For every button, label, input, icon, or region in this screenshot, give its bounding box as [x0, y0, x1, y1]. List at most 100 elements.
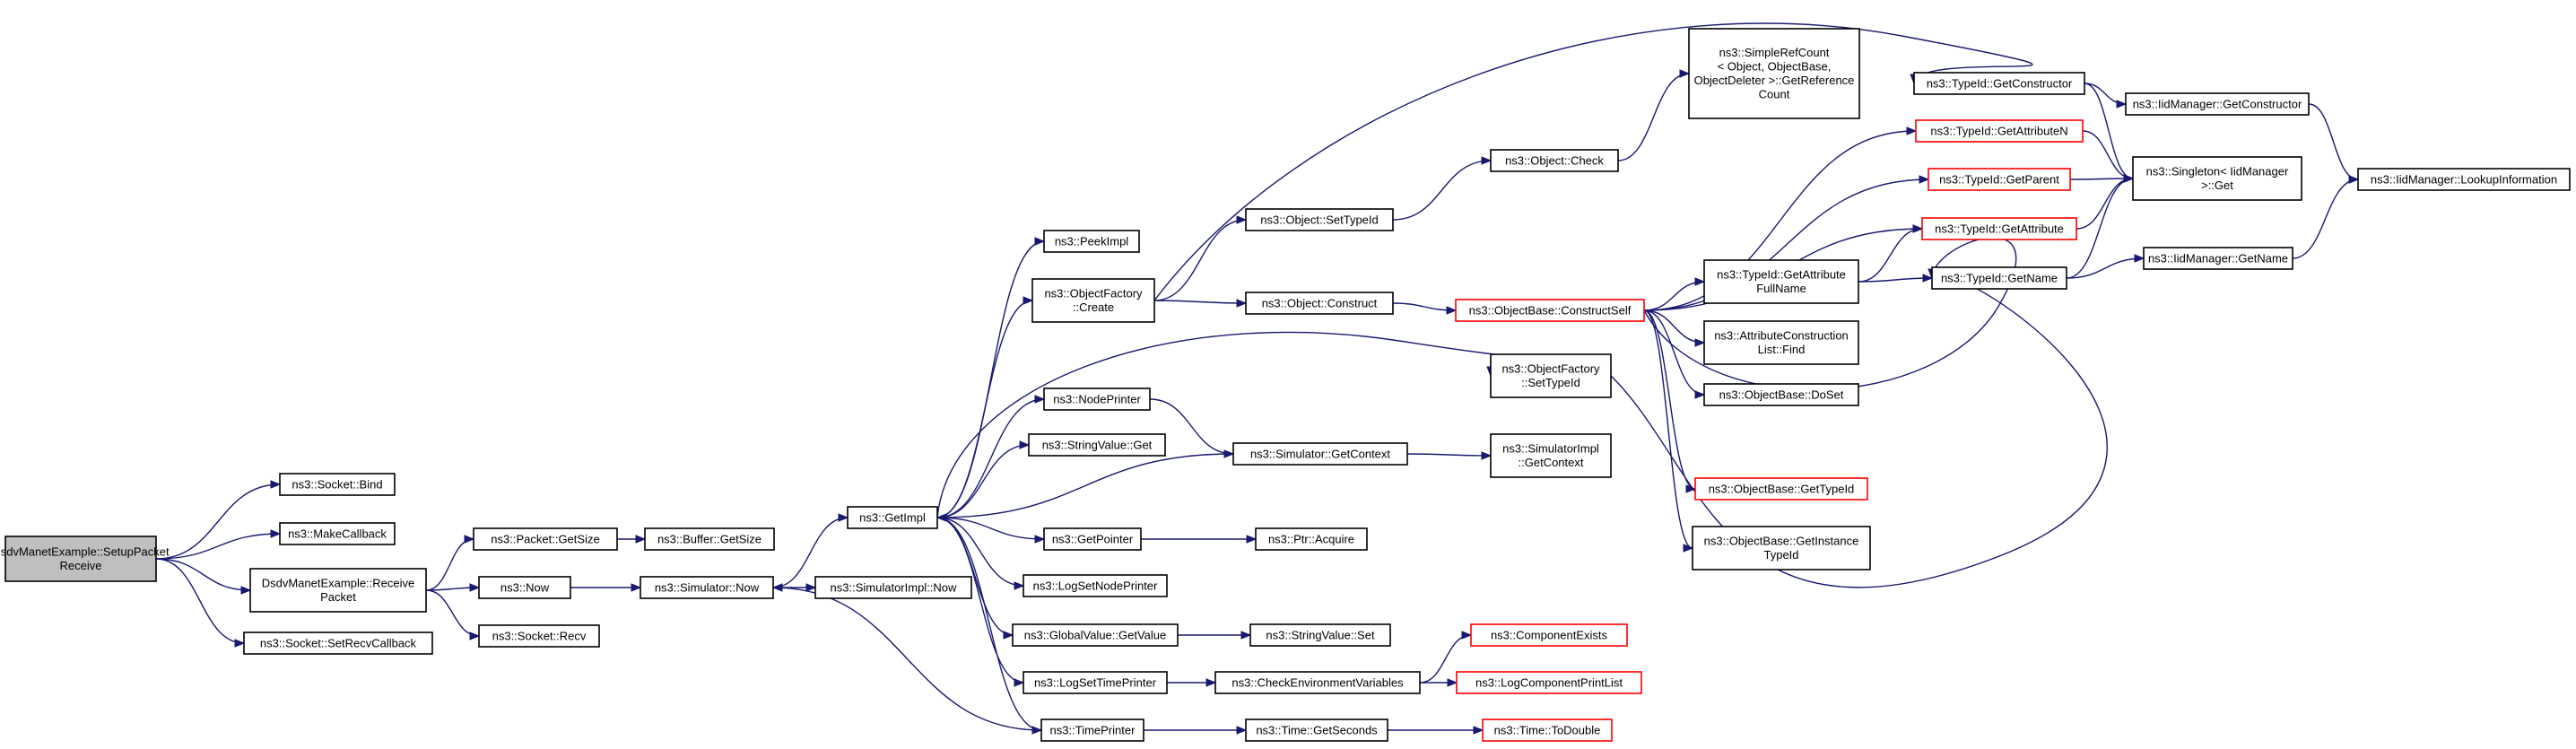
node-object-settypeid[interactable]: ns3::Object::SetTypeId: [1245, 208, 1394, 231]
node-label: ns3::ComponentExists: [1491, 628, 1608, 641]
edge-line: [2084, 83, 2134, 179]
node-buffer-getsize[interactable]: ns3::Buffer::GetSize: [644, 527, 775, 551]
edge-arrowhead: [2123, 174, 2135, 183]
node-box: [1490, 433, 1612, 478]
edge-objfactory_create-to-object_settypeid: [1153, 215, 1248, 301]
node-stringvalue-get[interactable]: ns3::StringValue::Get: [1028, 433, 1166, 457]
node-object-construct[interactable]: ns3::Object::Construct: [1245, 292, 1394, 315]
node-label: ns3::AttributeConstruction: [1714, 329, 1849, 343]
edge-line: [2292, 179, 2359, 259]
edge-arrowhead: [464, 535, 475, 544]
edge-sim_now-to-getimpl: [772, 513, 849, 588]
edge-objfactory_create-to-object_construct: [1153, 299, 1248, 308]
node-box: [2132, 156, 2302, 201]
node-time-todouble[interactable]: ns3::Time::ToDouble: [1482, 719, 1613, 742]
node-componentexists[interactable]: ns3::ComponentExists: [1470, 623, 1628, 647]
edge-root-to-socket_bind: [155, 480, 282, 560]
node-nodeprinter[interactable]: ns3::NodePrinter: [1043, 388, 1151, 411]
edge-arrowhead: [805, 583, 817, 592]
node-ptr-acquire[interactable]: ns3::Ptr::Acquire: [1255, 527, 1368, 551]
node-peekimpl[interactable]: ns3::PeekImpl: [1043, 230, 1140, 253]
node-sim-getcontext[interactable]: ns3::Simulator::GetContext: [1232, 442, 1408, 466]
node-box: [1012, 623, 1179, 647]
edge-line: [1617, 73, 1690, 161]
edge-arrowhead: [1236, 215, 1248, 224]
node-time-getseconds[interactable]: ns3::Time::GetSeconds: [1245, 719, 1388, 742]
node-simimpl-getcontext[interactable]: ns3::SimulatorImpl::GetContext: [1490, 433, 1612, 478]
node-getpointer[interactable]: ns3::GetPointer: [1043, 527, 1142, 551]
node-makecallback[interactable]: ns3::MakeCallback: [279, 522, 396, 545]
node-globalvalue-getvalue[interactable]: ns3::GlobalValue::GetValue: [1012, 623, 1179, 647]
node-label: ns3::LogComponentPrintList: [1475, 675, 1623, 689]
node-typeid-getconstructor[interactable]: ns3::TypeId::GetConstructor: [1913, 72, 2085, 95]
node-objectbase-doset[interactable]: ns3::ObjectBase::DoSet: [1703, 383, 1859, 406]
edge-iidmanager_getname-to-iidmanager_lookupinformation: [2292, 175, 2360, 259]
node-iidmanager-lookupinformation[interactable]: ns3::IidManager::LookupInformation: [2357, 168, 2571, 191]
node-socket-bind[interactable]: ns3::Socket::Bind: [279, 473, 396, 496]
node-objfactory-create[interactable]: ns3::ObjectFactory::Create: [1031, 278, 1155, 323]
node-objfactory-settypeid[interactable]: ns3::ObjectFactory::SetTypeId: [1490, 353, 1612, 398]
edge-arrowhead: [1019, 440, 1031, 449]
node-typeid-getparent[interactable]: ns3::TypeId::GetParent: [1928, 168, 2071, 191]
node-logsettimeprinter[interactable]: ns3::LogSetTimePrinter: [1023, 671, 1168, 694]
node-packet-getsize[interactable]: ns3::Packet::GetSize: [473, 527, 618, 551]
node-box: [2125, 92, 2310, 116]
node-box: [1249, 623, 1391, 647]
node-objectbase-gettypeid[interactable]: ns3::ObjectBase::GetTypeId: [1694, 477, 1868, 501]
node-now[interactable]: ns3::Now: [478, 576, 571, 599]
node-logcomponentprintlist[interactable]: ns3::LogComponentPrintList: [1456, 671, 1642, 694]
node-label: ::Create: [1073, 300, 1114, 314]
node-socket-recv[interactable]: ns3::Socket::Recv: [478, 624, 600, 648]
node-setrecvcallback[interactable]: ns3::Socket::SetRecvCallback: [243, 631, 433, 655]
node-label: ns3::TypeId::GetAttribute: [1717, 268, 1846, 282]
edge-constructself-to-objectbase_doset: [1643, 309, 1706, 399]
node-box: [2357, 168, 2571, 191]
node-box: [1245, 719, 1388, 742]
node-box: [1921, 217, 2077, 240]
node-label: ns3::Socket::Recv: [492, 629, 587, 642]
node-simplerefcount[interactable]: ns3::SimpleRefCount< Object, ObjectBase,…: [1688, 28, 1860, 119]
node-label: Packet: [320, 590, 356, 604]
edge-line: [1643, 309, 1693, 549]
edge-line: [1858, 228, 1923, 283]
node-checkenv[interactable]: ns3::CheckEnvironmentVariables: [1214, 671, 1421, 694]
node-typeid-getname[interactable]: ns3::TypeId::GetName: [1931, 266, 2067, 290]
node-stringvalue-set[interactable]: ns3::StringValue::Set: [1249, 623, 1391, 647]
edge-line: [425, 589, 480, 637]
edge-arrowhead: [1034, 237, 1046, 246]
node-simimpl-now[interactable]: ns3::SimulatorImpl::Now: [814, 576, 972, 599]
node-timeprinter[interactable]: ns3::TimePrinter: [1040, 719, 1144, 742]
node-box: [1470, 623, 1628, 647]
node-box: [2143, 247, 2293, 270]
node-constructself[interactable]: ns3::ObjectBase::ConstructSelf: [1455, 299, 1645, 322]
node-label: DsdvManetExample::Receive: [262, 577, 415, 590]
node-box: [478, 576, 571, 599]
node-label: ns3::Singleton< IidManager: [2146, 165, 2289, 179]
node-iidmanager-getconstructor[interactable]: ns3::IidManager::GetConstructor: [2125, 92, 2310, 116]
node-typeid-getattributen[interactable]: ns3::TypeId::GetAttributeN: [1915, 119, 2084, 143]
node-box: [1043, 388, 1151, 411]
node-iidmanager-getname[interactable]: ns3::IidManager::GetName: [2143, 247, 2293, 270]
node-logsetnodeprinter[interactable]: ns3::LogSetNodePrinter: [1023, 574, 1168, 597]
node-object-check[interactable]: ns3::Object::Check: [1490, 149, 1619, 172]
node-label: ns3::IidManager::GetConstructor: [2133, 97, 2302, 110]
edge-arrowhead: [1694, 277, 1706, 286]
node-getimpl[interactable]: ns3::GetImpl: [847, 506, 938, 529]
node-sim-now[interactable]: ns3::Simulator::Now: [640, 576, 774, 599]
edge-line: [772, 517, 849, 588]
edge-arrowhead: [1446, 306, 1458, 315]
node-label: DsdvManetExample::SetupPacket: [0, 545, 170, 559]
node-box: [1040, 719, 1144, 742]
node-box: [1490, 149, 1619, 172]
node-singleton-get[interactable]: ns3::Singleton< IidManager>::Get: [2132, 156, 2302, 201]
edge-line: [936, 517, 1042, 731]
node-box: [1928, 168, 2071, 191]
node-typeid-getattribute[interactable]: ns3::TypeId::GetAttribute: [1921, 217, 2077, 240]
edge-line: [2076, 178, 2134, 230]
node-box: [644, 527, 775, 551]
